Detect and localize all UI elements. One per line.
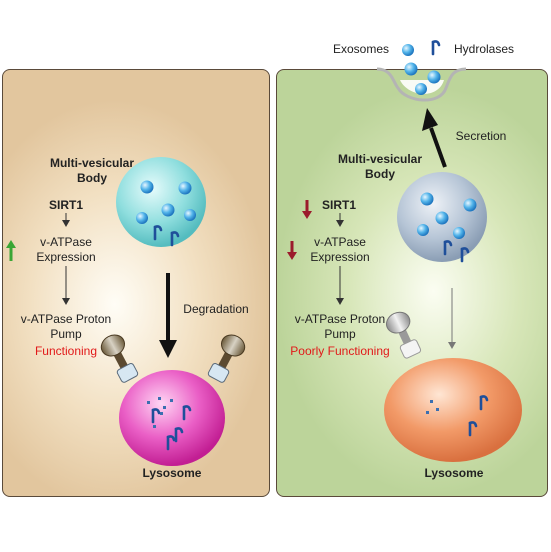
up-arrow-icon	[6, 240, 16, 261]
secreted-hydrolases-icon	[431, 40, 441, 56]
hydrolases-label: Hydrolases	[453, 42, 515, 56]
down-arrow-icon-expression	[287, 241, 297, 260]
left-status-label: Functioning	[34, 344, 98, 358]
right-sirt1-label: SIRT1	[321, 198, 356, 212]
left-lysosome-label: Lysosome	[142, 466, 202, 480]
secretion-arrow	[422, 108, 447, 168]
mvb-right	[397, 172, 487, 263]
left-proton-pump-label: v-ATPase Proton Pump	[20, 312, 112, 341]
cell-membrane-pocket	[376, 67, 467, 102]
right-mvb-label: Multi-vesicular Body	[337, 152, 423, 181]
right-proton-pump-label: v-ATPase Proton Pump	[294, 312, 386, 341]
lysosome-left	[119, 370, 225, 466]
left-mvb-label: Multi-vesicular Body	[49, 156, 135, 185]
right-lysosome-label: Lysosome	[424, 466, 484, 480]
proton-pump-left-2-icon	[207, 334, 246, 383]
secreted-exosomes	[402, 44, 441, 95]
down-arrow-icon-sirt1	[302, 200, 312, 219]
proton-pump-left-1-icon	[100, 334, 139, 383]
mvb-left	[116, 157, 206, 247]
lysosome-right	[384, 358, 522, 462]
left-vatpase-expression-label: v-ATPase Expression	[36, 235, 96, 264]
right-status-label: Poorly Functioning	[290, 344, 390, 358]
left-sirt1-label: SIRT1	[48, 198, 83, 212]
right-vatpase-expression-label: v-ATPase Expression	[310, 235, 370, 264]
degradation-arrow	[159, 273, 177, 358]
degradation-label: Degradation	[183, 302, 249, 316]
exosomes-label: Exosomes	[332, 42, 390, 56]
secretion-label: Secretion	[455, 129, 507, 143]
proton-pump-right-icon	[385, 311, 422, 359]
